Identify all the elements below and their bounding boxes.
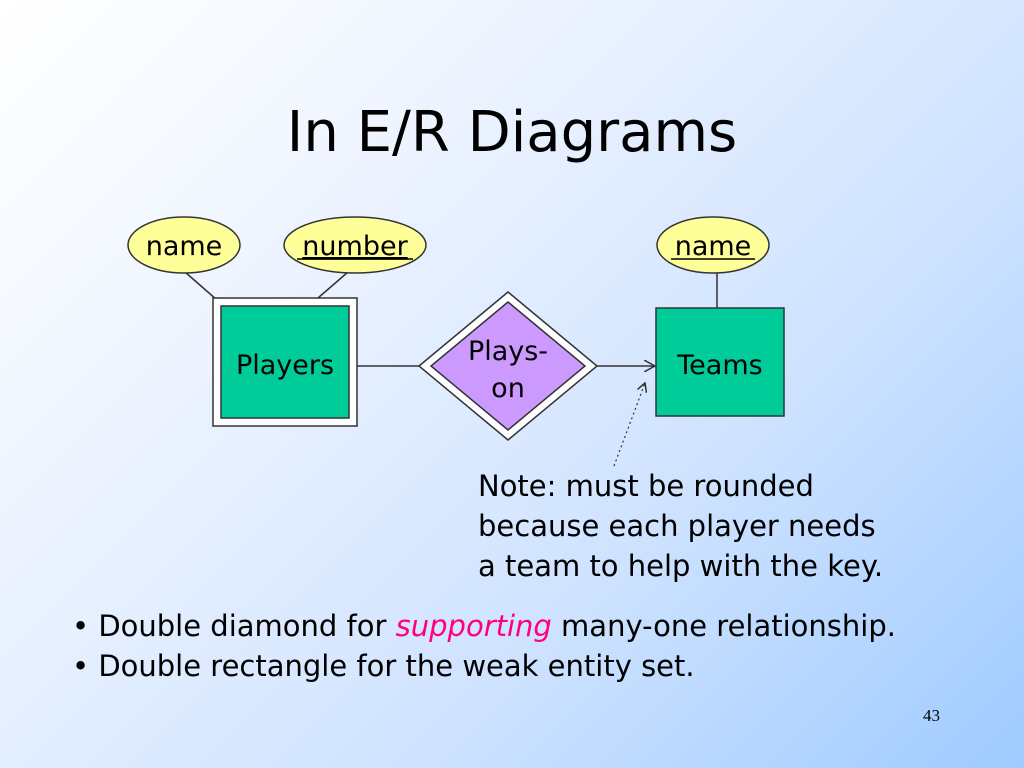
entity-teams: Teams (655, 307, 785, 417)
note-text: Note: must be rounded because each playe… (478, 466, 918, 586)
attribute-label: name (675, 231, 752, 262)
note-line: Note: must be rounded (478, 469, 814, 503)
attribute-teams-name: name (656, 216, 770, 274)
relationship-label-line2: on (491, 373, 525, 404)
relationship-label-line1: Plays- (468, 336, 548, 367)
slide-number: 43 (923, 706, 940, 725)
attribute-label: number (302, 231, 408, 262)
attribute-players-number: number (283, 216, 427, 274)
note-pointer-arrow (613, 383, 645, 467)
note-line: because each player needs (478, 509, 876, 543)
emphasized-word: supporting (395, 609, 552, 643)
relationship-plays-on: Plays- on (417, 291, 599, 441)
bullet-text: many-one relationship. (551, 609, 896, 643)
entity-players: Players (212, 297, 358, 427)
bullet-item: • Double rectangle for the weak entity s… (72, 649, 695, 683)
connector-players-name (184, 271, 218, 301)
bullet-list: • Double diamond for supporting many-one… (72, 606, 972, 686)
note-line: a team to help with the key. (478, 549, 884, 583)
bullet-item: • Double diamond for supporting many-one… (72, 606, 972, 646)
bullet-text: • Double diamond for (72, 609, 396, 643)
entity-label: Teams (676, 350, 762, 381)
attribute-label: name (146, 231, 223, 262)
attribute-players-name: name (127, 216, 241, 274)
entity-label: Players (236, 350, 334, 381)
slide-title: In E/R Diagrams (286, 100, 738, 165)
connector-players-number (317, 271, 349, 299)
